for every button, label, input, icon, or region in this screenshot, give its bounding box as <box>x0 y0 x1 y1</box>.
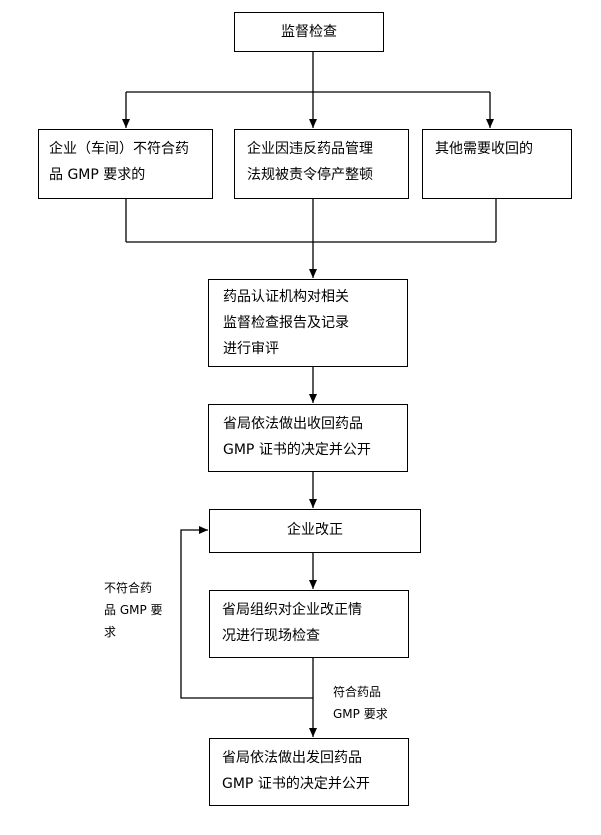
label-pass-line1: 符合药品 <box>333 685 382 699</box>
label-fail-line2: 品 GMP 要 <box>104 603 163 617</box>
start-text: 监督检查 <box>281 24 337 40</box>
label-fail-line1: 不符合药 <box>104 581 153 595</box>
review-line2: 监督检查报告及记录 <box>223 315 349 331</box>
review-line1: 药品认证机构对相关 <box>223 289 349 305</box>
rectify-text: 企业改正 <box>287 522 343 538</box>
condition-left-line1: 企业（车间）不符合药 <box>49 141 189 157</box>
start-box: 监督检查 <box>234 12 384 52</box>
inspect-line1: 省局组织对企业改正情 <box>222 602 362 618</box>
condition-mid-box: 企业因违反药品管理 法规被责令停产整顿 <box>234 129 409 199</box>
condition-mid-line2: 法规被责令停产整顿 <box>247 167 373 183</box>
label-pass: 符合药品 GMP 要求 <box>333 681 388 725</box>
review-box: 药品认证机构对相关 监督检查报告及记录 进行审评 <box>208 279 408 367</box>
label-fail-line3: 求 <box>104 625 117 639</box>
label-fail: 不符合药 品 GMP 要 求 <box>104 577 163 643</box>
condition-mid-line1: 企业因违反药品管理 <box>247 141 373 157</box>
return-line2: GMP 证书的决定并公开 <box>222 776 370 792</box>
revoke-box: 省局依法做出收回药品 GMP 证书的决定并公开 <box>208 404 408 472</box>
revoke-line1: 省局依法做出收回药品 <box>223 416 363 432</box>
revoke-line2: GMP 证书的决定并公开 <box>223 442 371 458</box>
inspect-line2: 况进行现场检查 <box>222 628 320 644</box>
review-line3: 进行审评 <box>223 341 279 357</box>
return-box: 省局依法做出发回药品 GMP 证书的决定并公开 <box>209 738 409 806</box>
condition-right-box: 其他需要收回的 <box>422 129 572 199</box>
inspect-box: 省局组织对企业改正情 况进行现场检查 <box>209 590 409 658</box>
condition-right-text: 其他需要收回的 <box>435 141 533 157</box>
condition-left-line2: 品 GMP 要求的 <box>49 167 146 183</box>
return-line1: 省局依法做出发回药品 <box>222 750 362 766</box>
label-pass-line2: GMP 要求 <box>333 707 388 721</box>
arrow-feedback-loop <box>180 526 313 699</box>
rectify-box: 企业改正 <box>209 509 421 553</box>
condition-left-box: 企业（车间）不符合药 品 GMP 要求的 <box>38 129 213 199</box>
